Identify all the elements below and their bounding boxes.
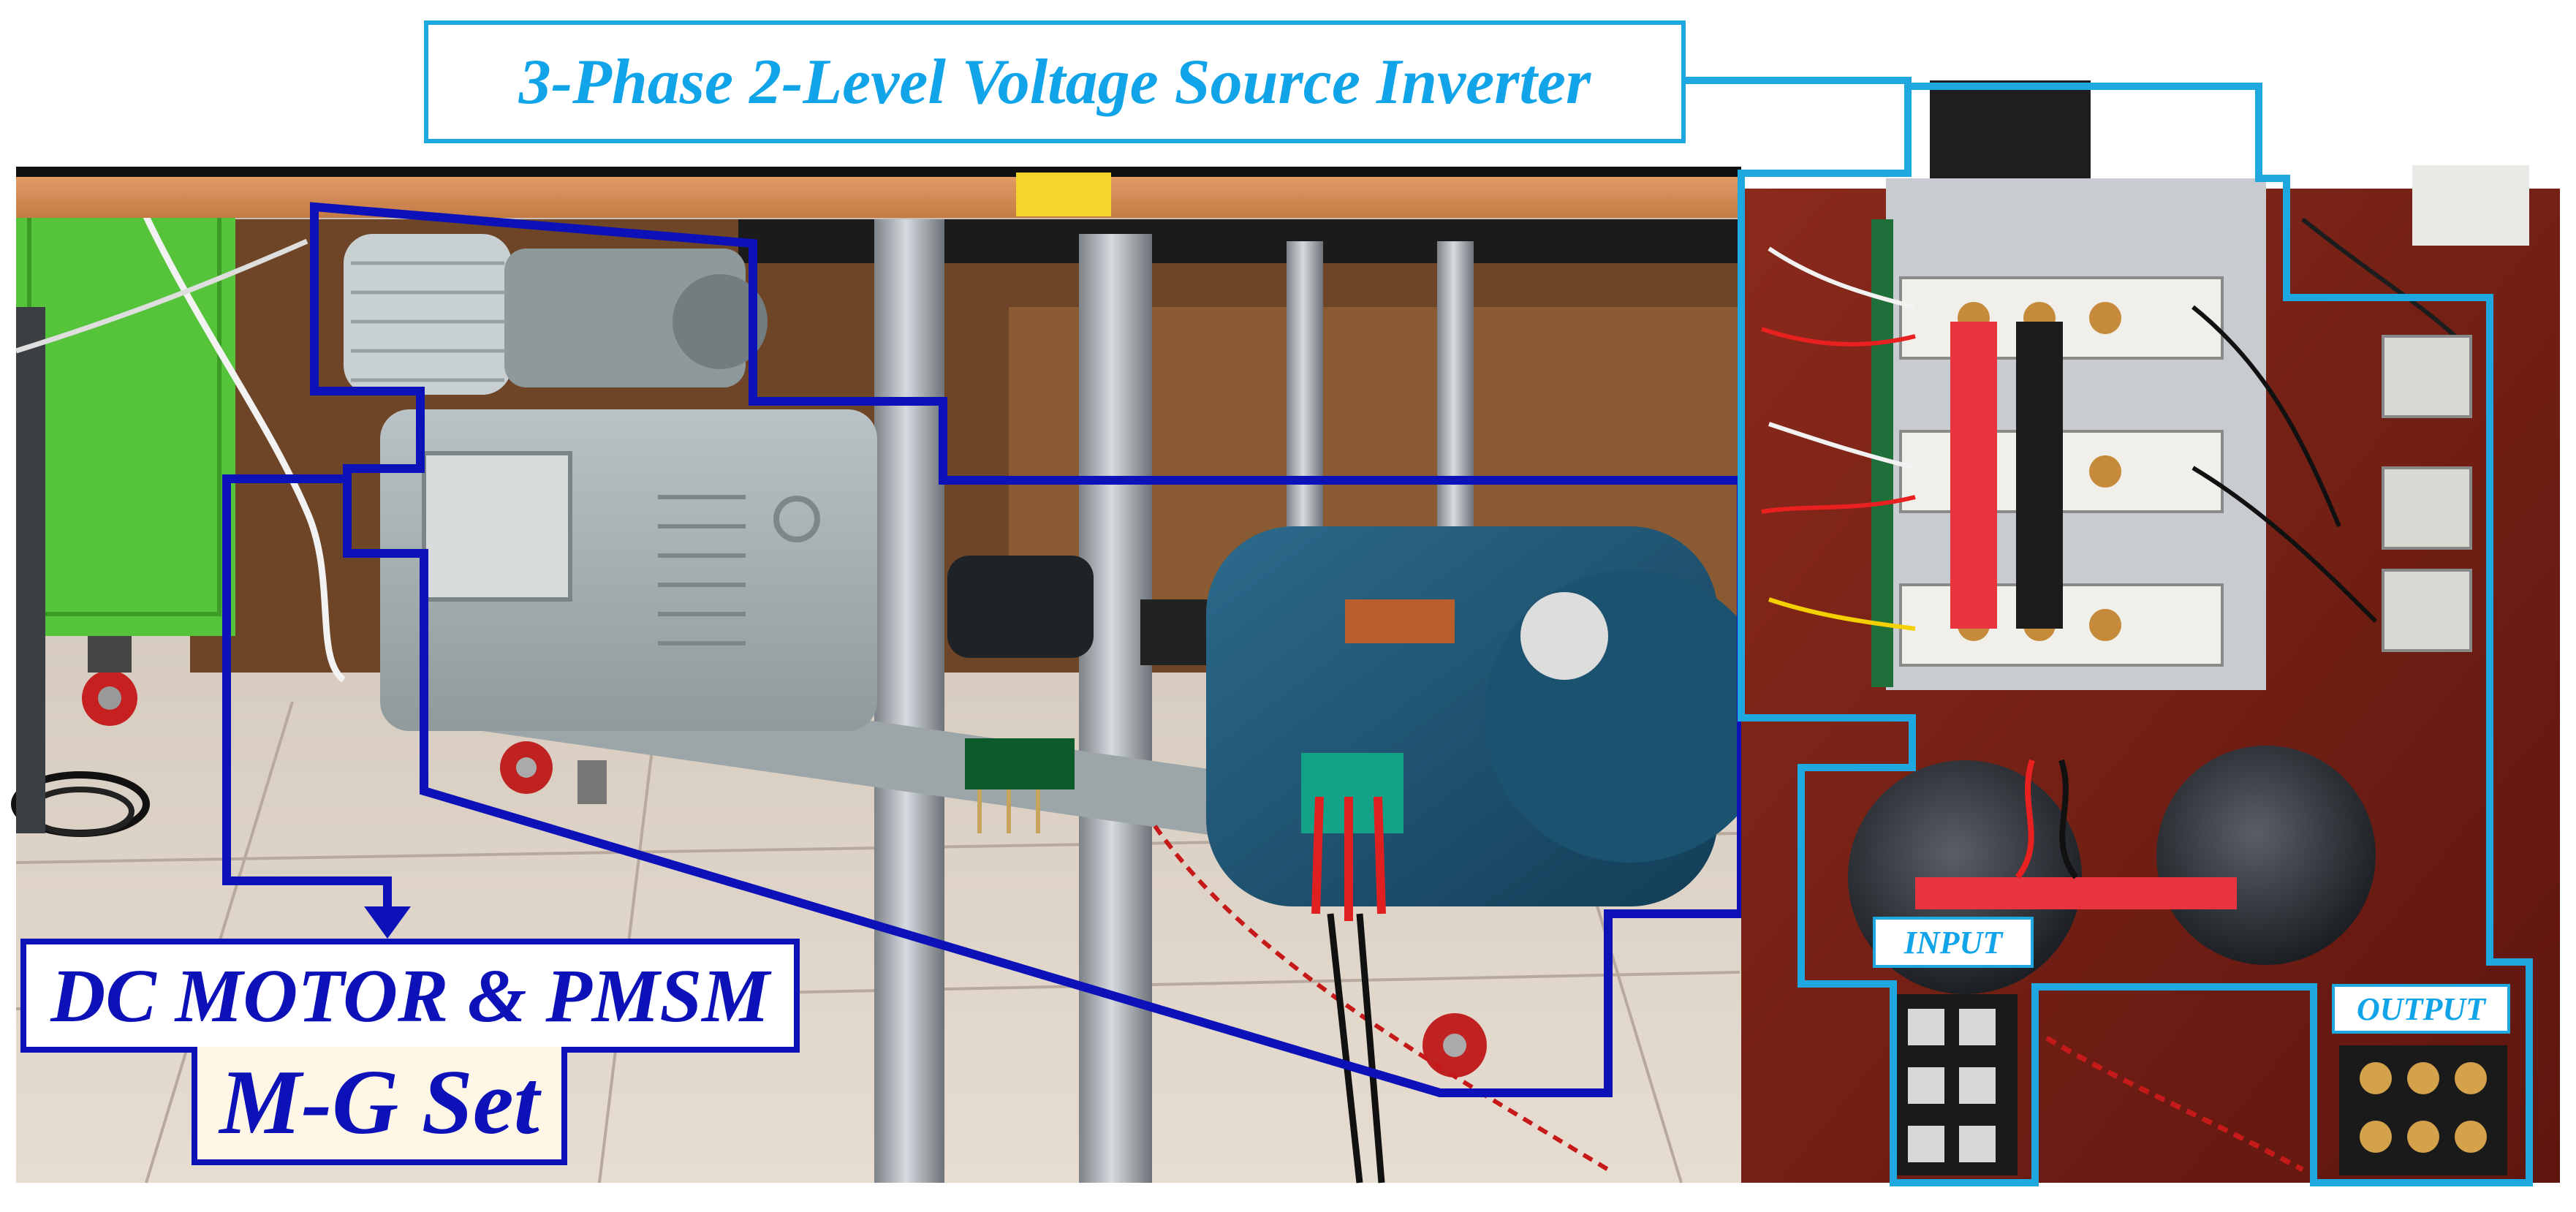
table-clip [1016, 173, 1111, 216]
dc-motor-fan [344, 234, 512, 395]
mg-set-outline [310, 202, 1746, 1097]
mg-set-arrow [222, 474, 392, 906]
input-label: INPUT [1873, 917, 2034, 968]
top-fan [1930, 80, 2091, 190]
coupling [947, 556, 1094, 658]
pmsm-nameplate [1345, 599, 1455, 643]
lab-photo [11, 167, 1776, 1183]
terminal-box [422, 451, 572, 602]
busbar-positive [1950, 322, 1997, 629]
dc-link-capacitor [2156, 746, 2376, 965]
mg-set-label-line1: DC MOTOR & PMSM [20, 939, 800, 1053]
current-sensor [2382, 569, 2472, 652]
cooling-fins [658, 495, 746, 645]
busbar-negative [2016, 322, 2063, 629]
pmsm-badge [1520, 592, 1608, 680]
twisted-wire [1153, 825, 1610, 1172]
current-sensors [2382, 335, 2472, 652]
circuit-breaker [2412, 165, 2529, 246]
inverter-outline [1738, 83, 2533, 1186]
output-label: OUTPUT [2332, 984, 2510, 1034]
current-sensor [2382, 335, 2472, 418]
steel-pole [1079, 234, 1152, 1183]
green-cabinet [16, 183, 235, 636]
encoder-board [965, 738, 1075, 789]
arrow-head [364, 906, 411, 939]
current-sensor [2382, 466, 2472, 550]
steel-pole [874, 219, 944, 1183]
capacitor-busbar [1915, 877, 2237, 909]
mg-set-label-line2: M-G Set [192, 1047, 567, 1165]
inverter-pointer-line [1686, 77, 1912, 86]
inverter-title-label: 3-Phase 2-Level Voltage Source Inverter [424, 20, 1686, 143]
